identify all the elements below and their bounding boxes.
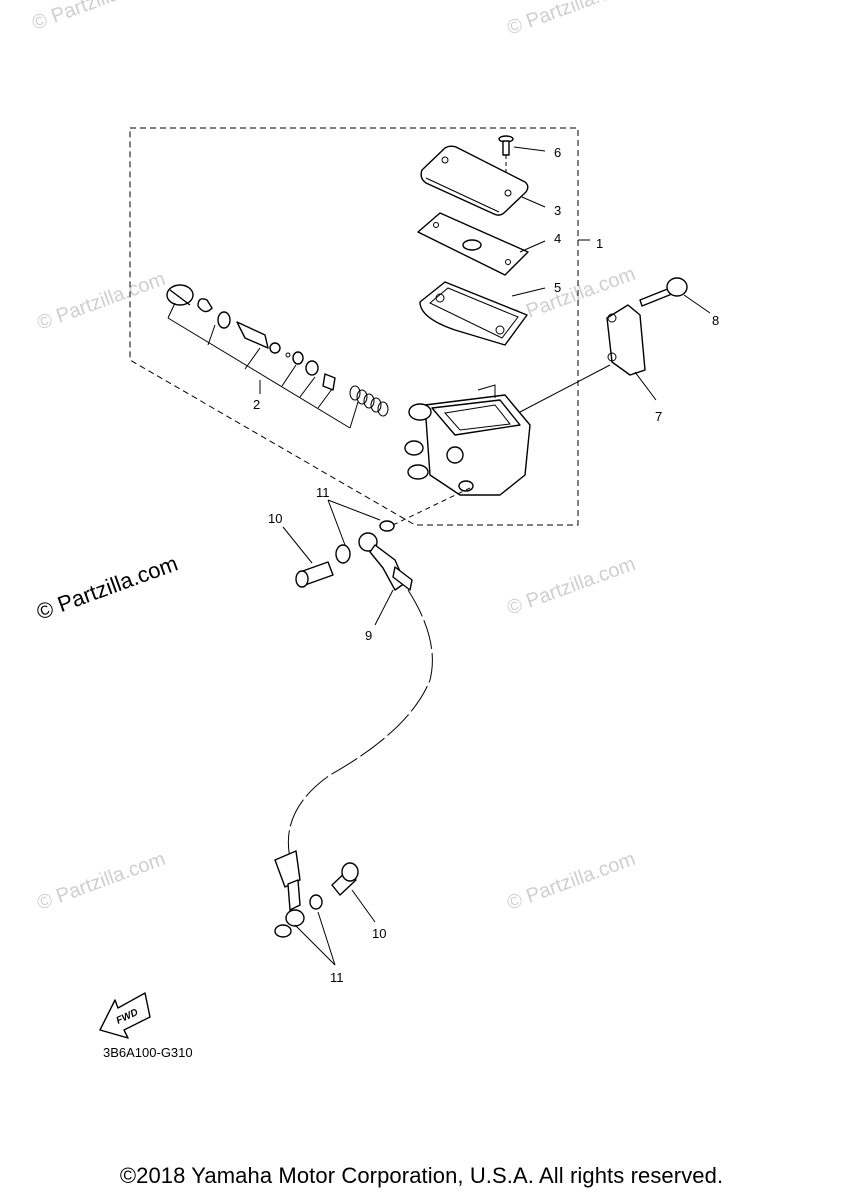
banjo-bolt-part-10-lower — [331, 862, 376, 923]
watermark: © Partzilla.com — [504, 848, 638, 915]
watermark-large: © Partzilla.com — [33, 551, 181, 625]
callout-1: 1 — [596, 236, 603, 251]
callout-9: 9 — [365, 628, 372, 643]
callout-11-lower-lines — [294, 911, 336, 966]
callout-4: 4 — [554, 231, 561, 246]
bolt-part-8 — [639, 277, 711, 314]
upper-banjo-fitting — [335, 487, 471, 591]
callout-7: 7 — [655, 409, 662, 424]
return-spring — [349, 385, 389, 417]
callout-11-lower: 11 — [330, 970, 344, 985]
piston-kit-part-2 — [166, 284, 389, 429]
watermark: © Partzilla.com — [29, 0, 163, 35]
copyright-notice: ©2018 Yamaha Motor Corporation, U.S.A. A… — [119, 1163, 724, 1188]
master-cylinder-body — [404, 364, 611, 496]
callout-10-lower: 10 — [372, 926, 386, 941]
assembly-outline — [129, 127, 579, 526]
reservoir-cap-part-3 — [420, 145, 546, 216]
diaphragm-part-5 — [419, 281, 546, 346]
diagram-code: 3B6A100-G310 — [103, 1045, 193, 1060]
callout-5: 5 — [554, 280, 561, 295]
watermark: © Partzilla.com — [34, 268, 168, 335]
diaphragm-plate-part-4 — [417, 212, 546, 276]
callout-11-upper-lines — [327, 499, 381, 546]
callout-10-upper: 10 — [268, 511, 282, 526]
callout-3: 3 — [554, 203, 561, 218]
watermark: © Partzilla.com — [504, 553, 638, 620]
fwd-arrow-icon: FWD — [99, 992, 151, 1039]
banjo-bolt-part-10-upper — [282, 526, 334, 588]
clamp-part-7 — [606, 304, 657, 401]
callout-11-upper: 11 — [316, 485, 330, 500]
brake-hose-part-9 — [287, 589, 433, 859]
callout-8: 8 — [712, 313, 719, 328]
lower-banjo-fitting — [274, 850, 323, 938]
screw-part-6 — [498, 135, 546, 195]
callout-9-line — [374, 589, 394, 626]
watermark: © Partzilla.com — [504, 0, 638, 40]
callout-6: 6 — [554, 145, 561, 160]
watermark: © Partzilla.com — [34, 848, 168, 915]
watermarks: © Partzilla.com © Partzilla.com © Partzi… — [29, 0, 638, 915]
callout-labels: 6 3 4 1 5 8 2 7 11 10 9 10 11 — [253, 145, 719, 985]
callout-2: 2 — [253, 397, 260, 412]
